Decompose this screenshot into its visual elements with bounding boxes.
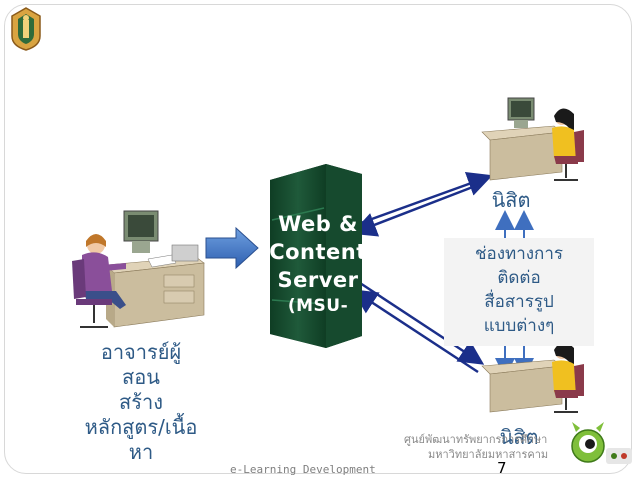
server-label: Web & Content Server (MSU- bbox=[262, 210, 374, 318]
channel-line2: ติดต่อ bbox=[497, 268, 541, 288]
link-top-student-to-server bbox=[351, 183, 479, 237]
teacher-label: อาจารย์ผู้ สอน สร้าง หลักสูตร/เนื้อ หา bbox=[56, 340, 226, 465]
teacher-label-line2: สอน bbox=[122, 365, 160, 389]
teacher-label-line4: หลักสูตร/เนื้อ bbox=[84, 415, 198, 439]
channel-line3: สื่อสารรูป bbox=[484, 292, 554, 312]
communication-channels-callout: ช่องทางการ ติดต่อ สื่อสารรูป แบบต่างๆ bbox=[444, 238, 594, 346]
student-label-bottom: นิสิต bbox=[499, 425, 539, 449]
server-label-line4: (MSU- bbox=[287, 296, 349, 316]
student-label-top: นิสิต bbox=[491, 188, 531, 212]
channel-line4: แบบต่างๆ bbox=[483, 316, 555, 336]
mascot-logo bbox=[571, 422, 632, 464]
link-server-to-bottom-student bbox=[359, 281, 485, 365]
link-bottom-student-to-server bbox=[351, 289, 479, 374]
footer-org-line2: มหาวิทยาลัยมหาสารคาม bbox=[428, 448, 549, 461]
link-server-to-top-student bbox=[357, 172, 493, 226]
slide-frame bbox=[4, 4, 632, 474]
server-tower-icon bbox=[270, 164, 362, 348]
student-at-computer-icon-bottom bbox=[481, 342, 584, 413]
page-number: 7 bbox=[497, 459, 507, 477]
footer-course-title: e-Learning Development bbox=[230, 463, 376, 476]
teacher-label-line3: สร้าง bbox=[119, 390, 163, 414]
student-at-computer-icon-top bbox=[481, 97, 584, 181]
teacher-label-line1: อาจารย์ผู้ bbox=[100, 340, 182, 364]
server-label-line3: Server bbox=[277, 268, 359, 292]
university-seal-logo bbox=[11, 7, 41, 51]
block-arrow-icon bbox=[205, 226, 259, 270]
teacher-at-computer-icon bbox=[72, 210, 205, 328]
channel-line1: ช่องทางการ bbox=[474, 244, 564, 264]
teacher-label-line5: หา bbox=[128, 440, 154, 464]
server-label-line1: Web & bbox=[278, 212, 358, 236]
footer-organization: ศูนย์พัฒนาทรัพยากรการศึกษา มหาวิทยาลัยมห… bbox=[404, 432, 574, 462]
footer-org-line1: ศูนย์พัฒนาทรัพยากรการศึกษา bbox=[404, 433, 548, 446]
server-label-line2: Content bbox=[269, 240, 367, 264]
